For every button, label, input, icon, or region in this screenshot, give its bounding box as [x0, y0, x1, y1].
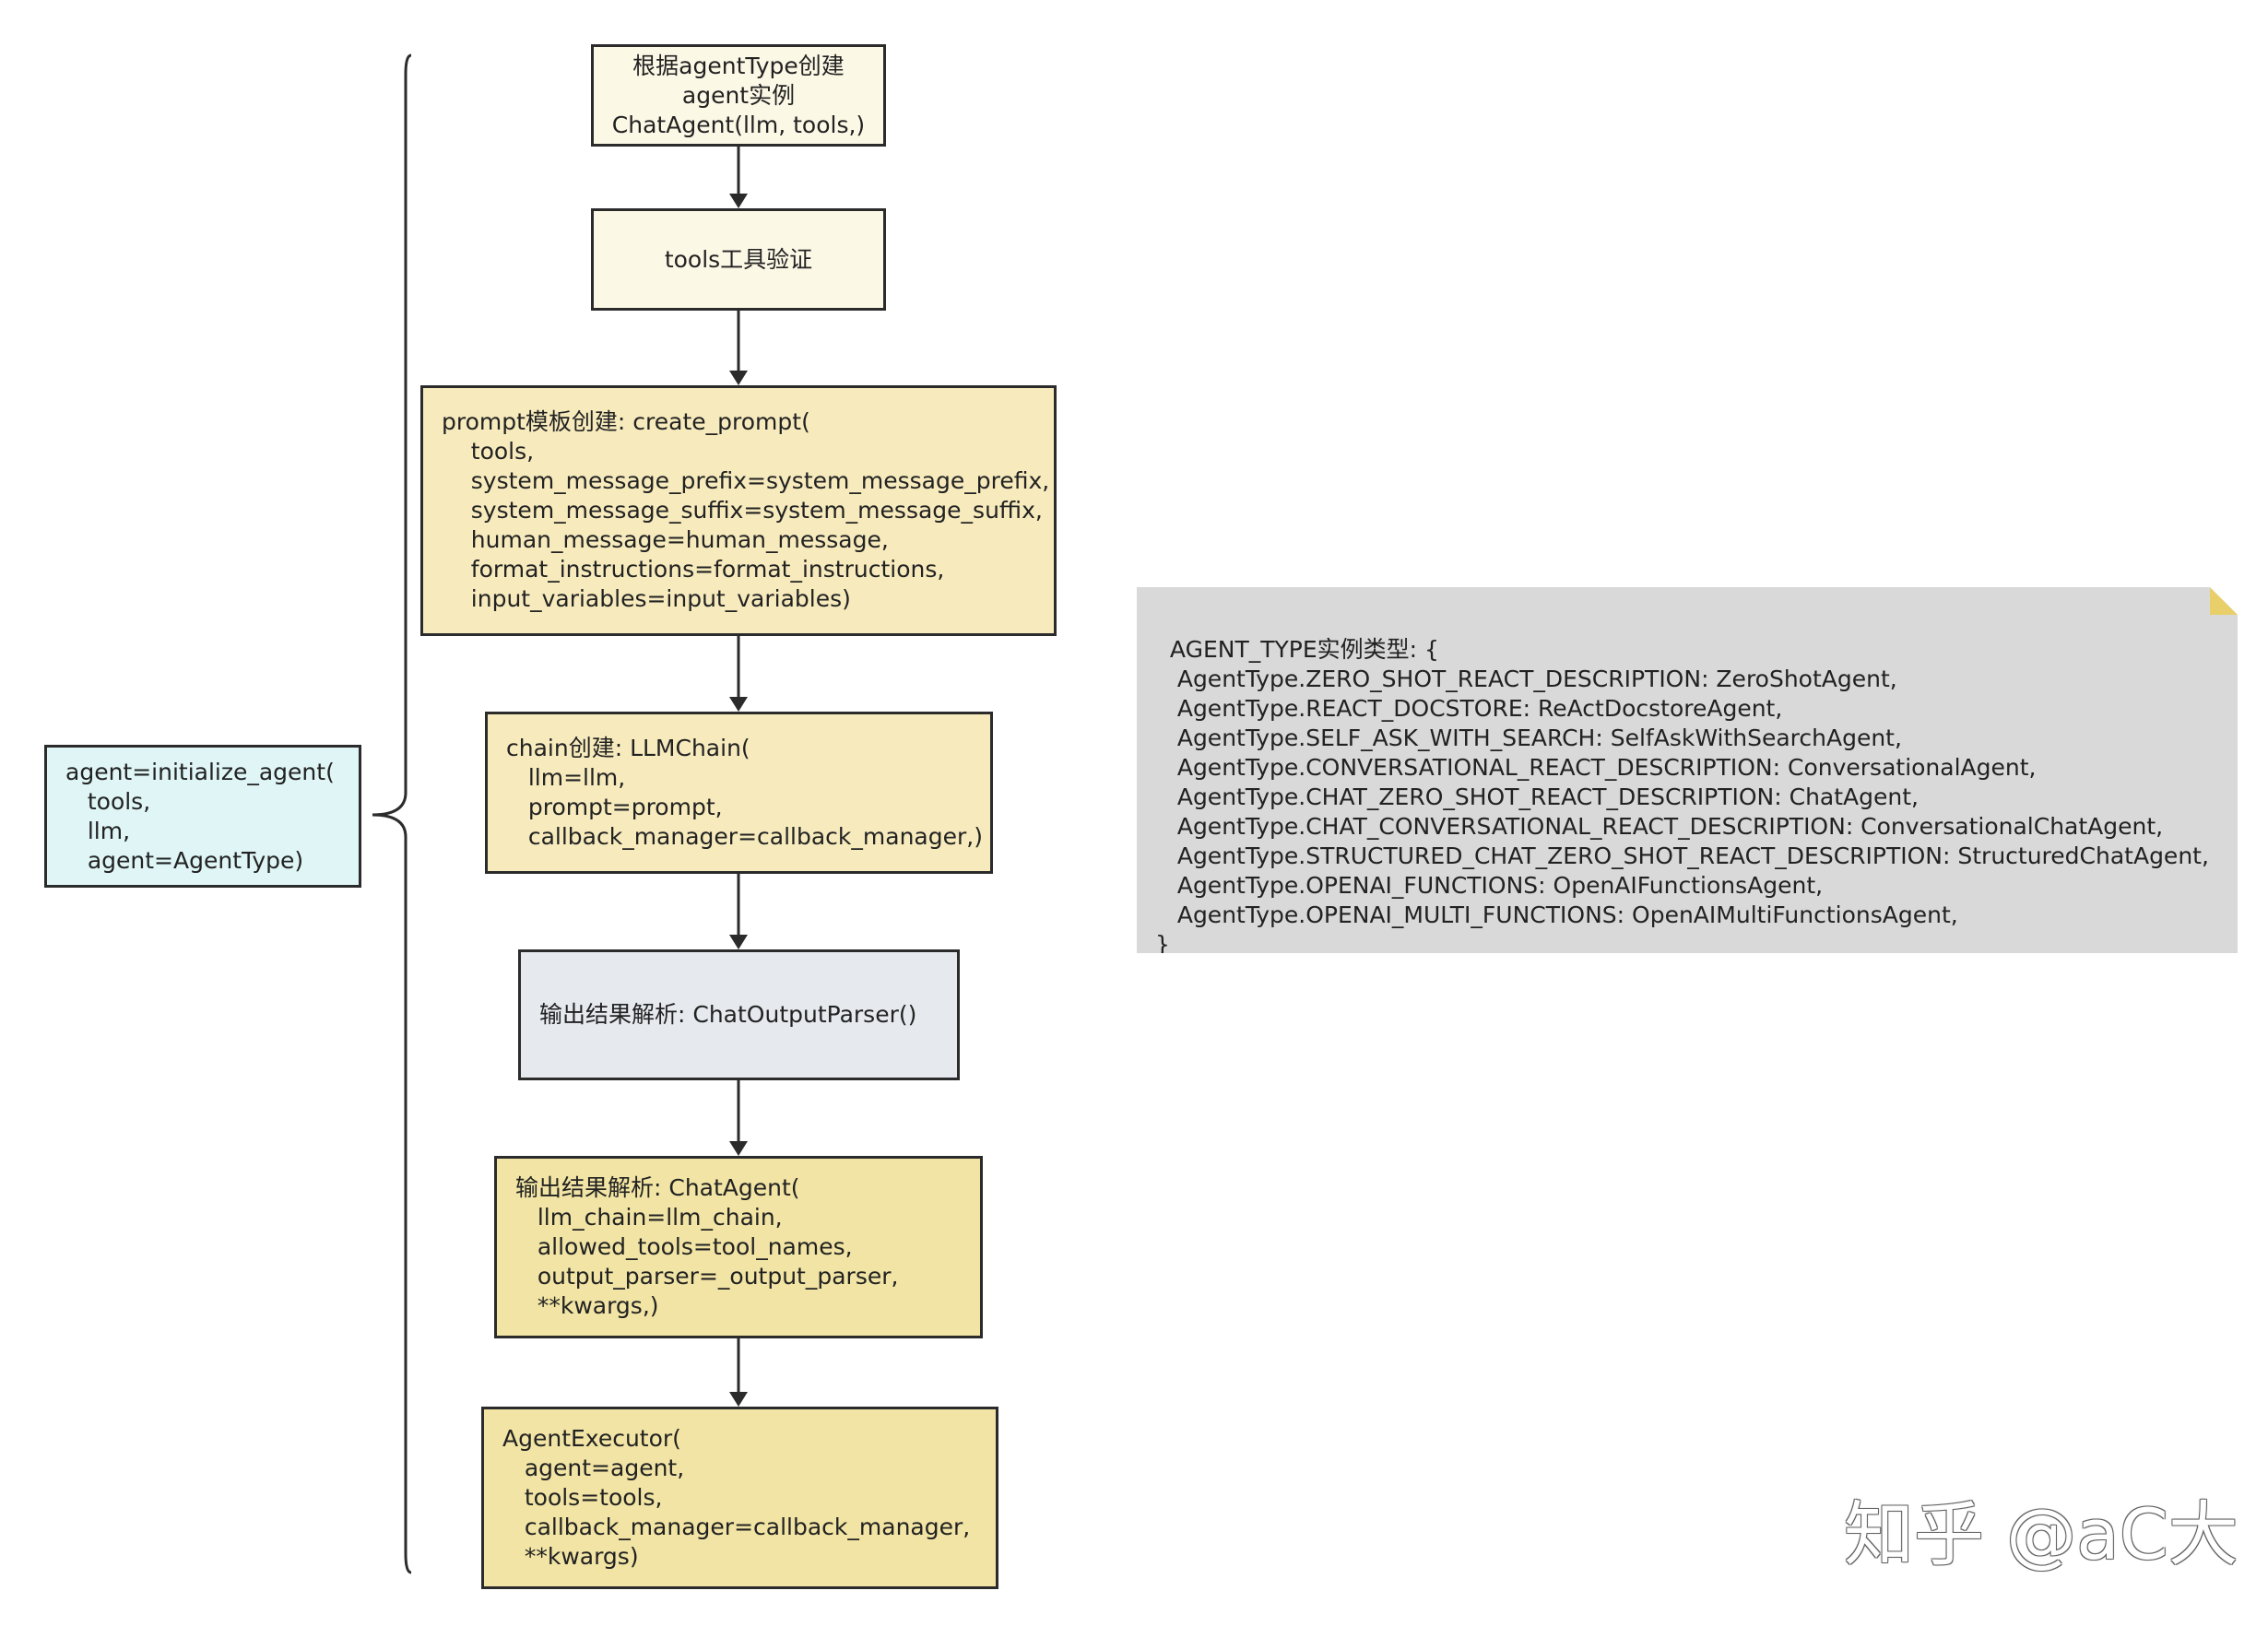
curly-brace	[372, 53, 412, 1574]
node-tools-validation-label: tools工具验证	[664, 245, 813, 273]
note-corner-fold	[2210, 587, 2238, 615]
node-create-agent-instance-label: 根据agentType创建 agent实例 ChatAgent(llm, too…	[611, 52, 866, 138]
node-chat-agent: 输出结果解析: ChatAgent( llm_chain=llm_chain, …	[494, 1156, 983, 1338]
node-chain-creation: chain创建: LLMChain( llm=llm, prompt=promp…	[485, 712, 993, 874]
node-initialize-agent: agent=initialize_agent( tools, llm, agen…	[44, 745, 361, 888]
node-output-parser-label: 输出结果解析: ChatOutputParser()	[539, 1001, 917, 1028]
node-chain-creation-label: chain创建: LLMChain( llm=llm, prompt=promp…	[506, 735, 983, 850]
arrow-parser-to-chatagent	[729, 1080, 748, 1156]
arrow-chain-to-parser	[729, 874, 748, 949]
node-agent-executor-label: AgentExecutor( agent=agent, tools=tools,…	[502, 1425, 971, 1570]
watermark: 知乎 @aC大	[1844, 1493, 2238, 1575]
node-agent-executor: AgentExecutor( agent=agent, tools=tools,…	[481, 1407, 998, 1589]
arrow-tools-to-prompt	[729, 311, 748, 385]
agent-type-note-text: AGENT_TYPE实例类型: { AgentType.ZERO_SHOT_RE…	[1155, 636, 2209, 953]
node-tools-validation: tools工具验证	[591, 208, 886, 311]
node-create-agent-instance: 根据agentType创建 agent实例 ChatAgent(llm, too…	[591, 44, 886, 147]
arrow-create-to-tools	[729, 147, 748, 208]
node-initialize-agent-label: agent=initialize_agent( tools, llm, agen…	[65, 758, 335, 874]
arrow-prompt-to-chain	[729, 636, 748, 712]
arrow-chatagent-to-executor	[729, 1338, 748, 1407]
node-prompt-template-creation: prompt模板创建: create_prompt( tools, system…	[420, 385, 1057, 636]
node-output-parser: 输出结果解析: ChatOutputParser()	[518, 949, 960, 1080]
agent-type-note: AGENT_TYPE实例类型: { AgentType.ZERO_SHOT_RE…	[1137, 587, 2238, 953]
node-prompt-template-creation-label: prompt模板创建: create_prompt( tools, system…	[442, 408, 1050, 612]
node-chat-agent-label: 输出结果解析: ChatAgent( llm_chain=llm_chain, …	[515, 1174, 899, 1319]
